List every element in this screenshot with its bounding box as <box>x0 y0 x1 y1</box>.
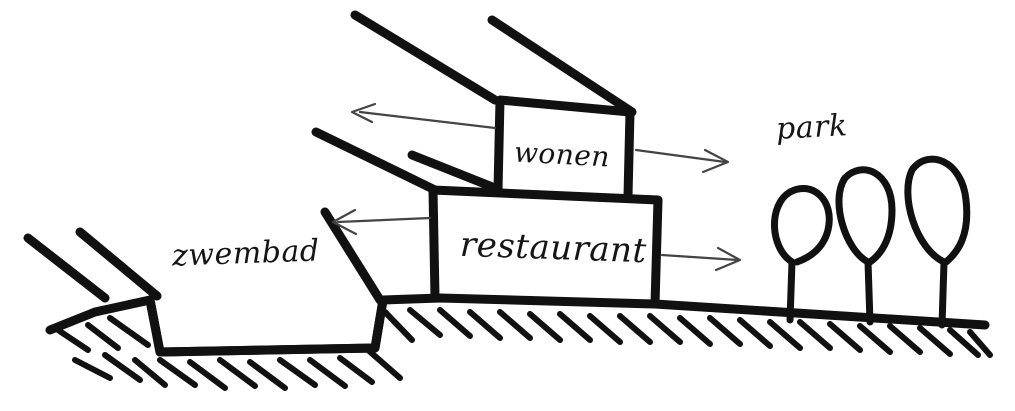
tree-1 <box>774 188 829 320</box>
arrow-restaurant-right <box>662 248 740 270</box>
label-restaurant: restaurant <box>459 225 647 271</box>
label-wonen: wonen <box>513 136 611 174</box>
pool-outline <box>150 300 383 352</box>
tree-2 <box>839 170 892 322</box>
slope-stroke-3 <box>355 15 495 100</box>
arrow-wonen-right <box>636 150 728 172</box>
tree-3 <box>908 159 967 325</box>
label-park: park <box>775 108 848 147</box>
slope-stroke-1 <box>325 212 380 300</box>
label-zwembad: zwembad <box>171 233 320 273</box>
arrow-restaurant-left <box>333 210 430 234</box>
arrow-wonen-left <box>352 104 495 128</box>
